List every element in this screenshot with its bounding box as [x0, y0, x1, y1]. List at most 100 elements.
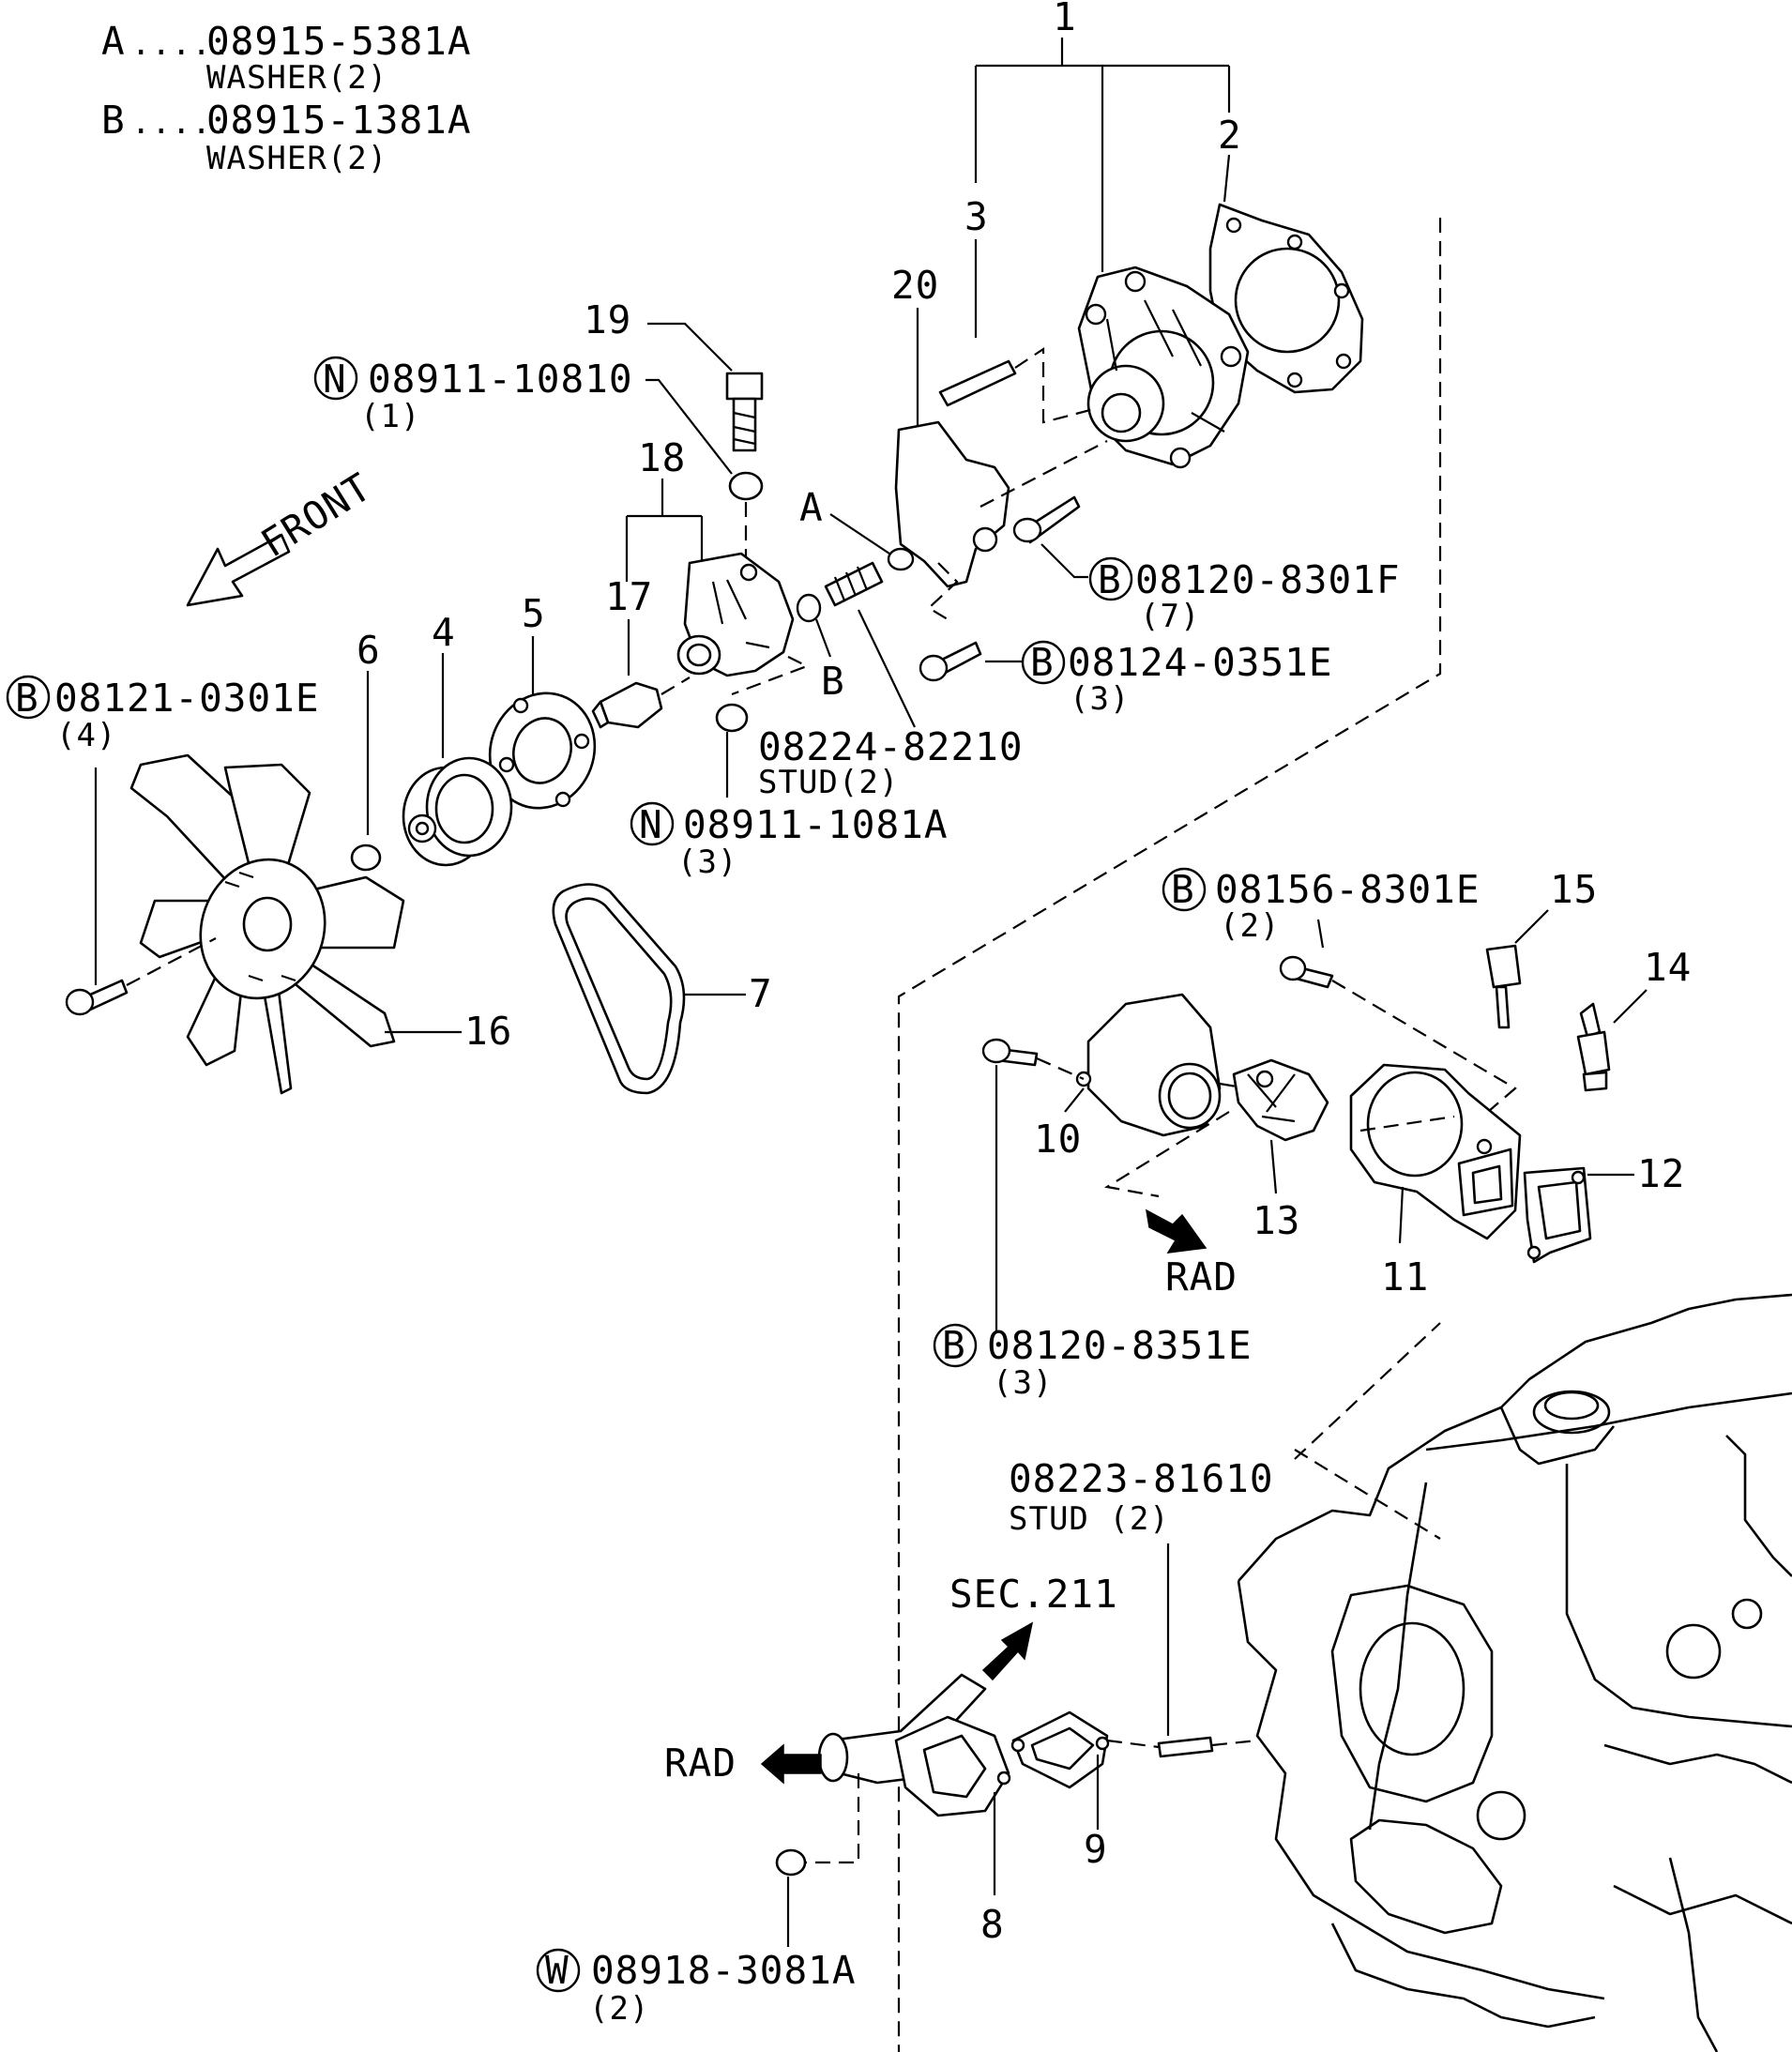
p-08911-10810-qty: (1): [360, 398, 420, 435]
p-08156-8301e-prefix: B: [1171, 867, 1195, 912]
legend-b-dots: ......: [131, 104, 252, 142]
sec-arrow-icon: [981, 1621, 1034, 1681]
p-08120-8301f-no: 08120-8301F: [1135, 557, 1401, 602]
p-08120-8351e-qty: (3): [993, 1364, 1053, 1402]
rad-arrow-icon: [760, 1743, 822, 1785]
stud-3: [938, 346, 1099, 424]
rad-label-lower: RAD: [664, 1740, 737, 1786]
callout-15: 15: [1550, 867, 1598, 912]
gasket-2: [1208, 203, 1364, 394]
gasket-5: 5: [488, 591, 597, 810]
bolt-08120-8301f: B 08120-8301F (7): [1012, 495, 1401, 635]
rad-arrow-icon: [1146, 1208, 1207, 1254]
nut-08911-1081a: N 08911-1081A (3): [630, 703, 949, 881]
bolt-08120-8351e: B 08120-8351E (3): [933, 1038, 1252, 1402]
callout-13: 13: [1253, 1198, 1300, 1243]
bracket-20: 20: [891, 263, 1108, 620]
p-08223-81610-desc: STUD (2): [1009, 1500, 1170, 1538]
callout-1: 1: [1053, 0, 1077, 39]
washer-b: B: [796, 593, 845, 704]
p-08911-10810-prefix: N: [323, 357, 347, 402]
fan-16: 16: [129, 753, 512, 1095]
p-08124-0351e-prefix: B: [1030, 640, 1055, 685]
pulley-4: 4: [402, 610, 513, 867]
front-arrow-icon: [186, 533, 291, 607]
p-08121-0301e-prefix: B: [15, 676, 39, 721]
p-08224-82210-no: 08224-82210: [758, 724, 1024, 769]
bolt-08124-0351e: B 08124-0351E (3): [919, 640, 1333, 718]
rad-label-upper: RAD: [1165, 1254, 1238, 1300]
p-08911-1081a-qty: (3): [677, 844, 737, 881]
callout-8: 8: [980, 1902, 1005, 1947]
sec-label: SEC.211: [949, 1572, 1118, 1617]
p-08156-8301e-no: 08156-8301E: [1215, 867, 1481, 912]
gasket-12: 12: [1523, 1151, 1685, 1264]
callout-18: 18: [638, 435, 686, 480]
p-08224-82210-desc: STUD(2): [758, 764, 899, 801]
p-08120-8351e-prefix: B: [942, 1323, 966, 1368]
belt-7: 7: [552, 883, 772, 1095]
callout-9: 9: [1084, 1827, 1108, 1872]
legend-a-letter: A: [101, 19, 126, 64]
callout-19: 19: [584, 297, 631, 342]
callout-4: 4: [432, 610, 456, 655]
legend-b-desc: WASHER(2): [206, 140, 387, 177]
p-08911-10810-no: 08911-10810: [368, 357, 633, 402]
b-circle-icon: [933, 1323, 978, 1368]
p-08911-1081a-prefix: N: [639, 802, 663, 847]
callout-2: 2: [1218, 113, 1242, 158]
rad-arrow-lower: RAD: [664, 1740, 822, 1786]
callout-17: 17: [605, 574, 653, 619]
engine-dashed-line: [1294, 1449, 1441, 1540]
callout-10: 10: [1034, 1117, 1082, 1162]
p-08120-8301f-prefix: B: [1098, 557, 1122, 602]
thermostat-13: 13: [1232, 1058, 1329, 1243]
callout-b: B: [821, 659, 845, 704]
outlet-8: 8: [817, 1673, 1011, 1947]
legend-b-letter: B: [101, 98, 126, 143]
legend-a-desc: WASHER(2): [206, 59, 387, 97]
washer-a: A: [799, 485, 915, 571]
p-08121-0301e-no: 08121-0301E: [54, 676, 320, 721]
p-08124-0351e-no: 08124-0351E: [1068, 640, 1333, 685]
stud-08224-82210: 08224-82210 STUD(2): [758, 561, 1024, 801]
callout-16: 16: [464, 1009, 512, 1054]
p-08156-8301e-qty: (2): [1220, 907, 1280, 945]
p-08911-1081a-no: 08911-1081A: [683, 802, 949, 847]
thermostat-housing-10: 10: [1034, 993, 1249, 1198]
p-08918-3081a-no: 08918-3081A: [591, 1948, 857, 1993]
sensor-14: 14: [1576, 945, 1692, 1092]
b-circle-icon: [1162, 867, 1207, 912]
bolt-08121-0301e: B 08121-0301E (4): [6, 675, 320, 1016]
sec-211-arrow: SEC.211: [949, 1572, 1118, 1681]
n-circle-icon: [313, 356, 358, 401]
bolt-08156-8301e: B 08156-8301E (2): [1162, 867, 1517, 1117]
p-08124-0351e-qty: (3): [1070, 680, 1130, 718]
p-08918-3081a-qty: (2): [589, 1990, 649, 2028]
callout-14: 14: [1644, 945, 1692, 990]
b-circle-icon: [1088, 556, 1133, 601]
stud-08223-81610: 08223-81610 STUD (2): [1009, 1456, 1274, 1758]
front-indicator: FRONT: [186, 464, 379, 607]
callout-6: 6: [357, 628, 381, 673]
w-circle-icon: [536, 1948, 581, 1993]
rad-arrow-upper: RAD: [1146, 1208, 1238, 1300]
callout-11: 11: [1381, 1254, 1429, 1300]
housing-18: 18 17: [591, 435, 810, 729]
legend: A ...... 08915-5381A WASHER(2) B ...... …: [101, 19, 472, 177]
callout-5: 5: [522, 591, 546, 636]
callout-3: 3: [964, 194, 989, 239]
p-08223-81610-no: 08223-81610: [1009, 1456, 1274, 1501]
nut-6: 6: [350, 628, 382, 872]
callout-1-group: 1 2 3: [964, 0, 1242, 338]
callout-a: A: [799, 485, 824, 530]
legend-a-part-no: 08915-5381A: [206, 19, 472, 64]
housing-11: 11: [1349, 1063, 1522, 1300]
front-label: FRONT: [253, 464, 379, 567]
callout-12: 12: [1637, 1151, 1685, 1196]
n-circle-icon: [630, 801, 675, 846]
nut-08918-3081a: W 08918-3081A (2): [536, 1773, 860, 2028]
b-circle-icon: [6, 675, 51, 720]
p-08918-3081a-prefix: W: [545, 1948, 569, 1993]
